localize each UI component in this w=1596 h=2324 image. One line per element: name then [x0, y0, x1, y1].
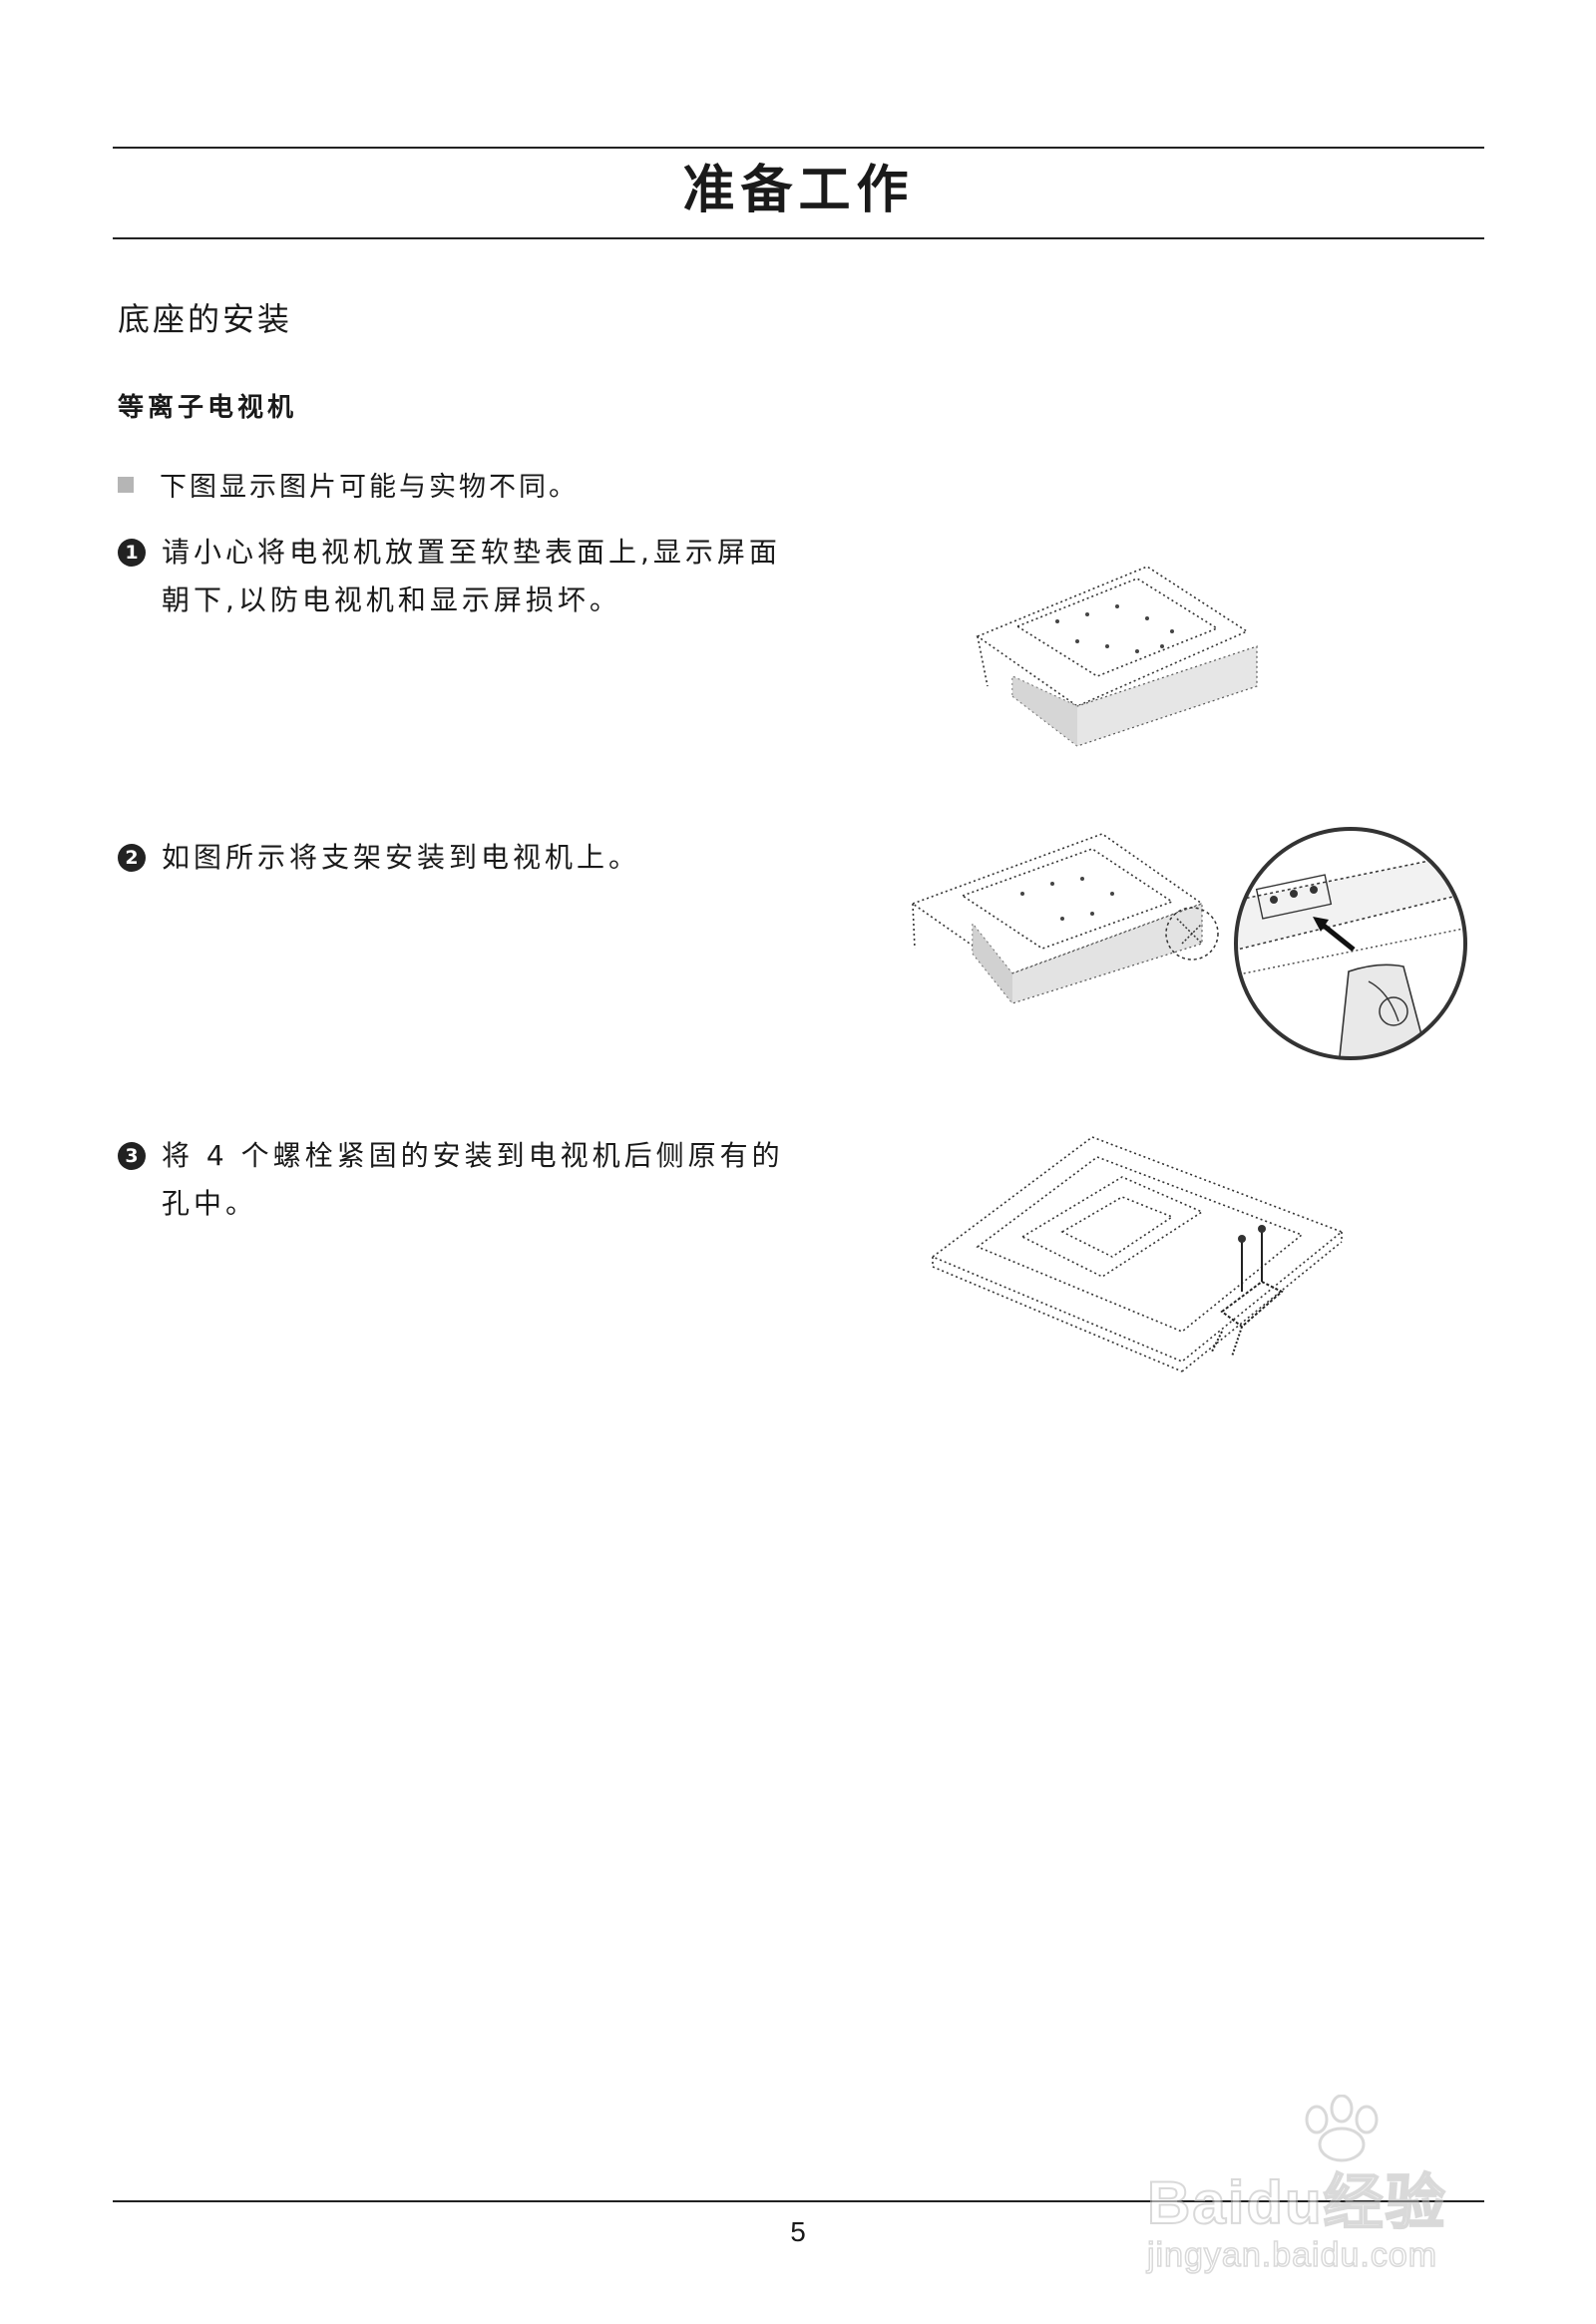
page-title: 准备工作 — [682, 161, 915, 220]
step-text: 如图所示将支架安装到电视机上。 — [162, 841, 641, 874]
baidu-jingyan-watermark: Baidu经验 jingyan.baidu.com — [1137, 2095, 1516, 2304]
note-text: 下图显示图片可能与实物不同。 — [160, 472, 579, 503]
stand-detail-zoom-illustration — [1234, 827, 1467, 1060]
sub-heading: 等离子电视机 — [118, 393, 298, 423]
tv-back-screws-illustration — [931, 1136, 1344, 1372]
step-text: 将 4 个螺栓紧固的安装到电视机后侧原有的孔中。 — [162, 1139, 784, 1220]
attach-stand-illustration — [911, 833, 1219, 1004]
title-bottom-rule — [113, 237, 1484, 239]
watermark-brand: Baidu经验 — [1146, 2168, 1447, 2237]
title-top-rule — [113, 147, 1484, 149]
tv-on-cushion-illustration — [976, 566, 1258, 747]
section-heading: 底座的安装 — [118, 300, 293, 338]
step-number-badge: 1 — [118, 539, 146, 567]
step-text: 请小心将电视机放置至软垫表面上,显示屏面朝下,以防电视机和显示屏损坏。 — [162, 536, 781, 616]
watermark-url: jingyan.baidu.com — [1146, 2235, 1438, 2275]
note: 下图显示图片可能与实物不同。 — [118, 465, 579, 504]
step-number-badge: 2 — [118, 844, 146, 872]
step-number-badge: 3 — [118, 1142, 146, 1170]
square-bullet-icon — [118, 476, 134, 493]
paw-logo-icon — [1305, 2095, 1379, 2162]
page-number: 5 — [790, 2216, 806, 2247]
footer-rule — [113, 2200, 1484, 2202]
